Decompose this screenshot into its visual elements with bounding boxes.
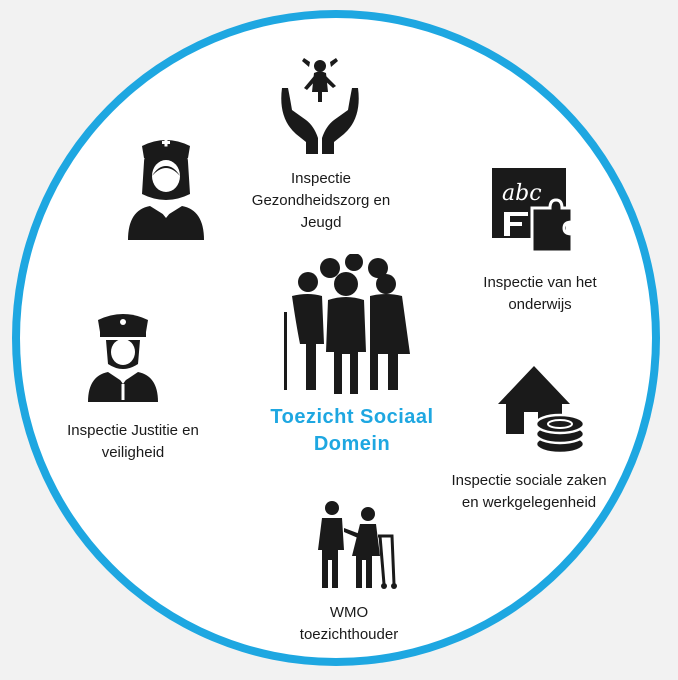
node-label-gezondheidszorg: Inspectie Gezondheidszorg en Jeugd — [251, 170, 391, 231]
people-group-icon — [278, 254, 414, 394]
police-officer-icon — [86, 312, 160, 402]
node-label-onderwijs: Inspectie van het onderwijs — [483, 274, 597, 313]
node-label-szw: Inspectie sociale zaken en werkgelegenhe… — [451, 472, 607, 511]
center-title: Toezicht Sociaal Domein — [270, 406, 434, 455]
house-coins-icon — [496, 364, 586, 458]
node-label-justitie: Inspectie Justitie en veiligheid — [67, 422, 199, 461]
svg-text:abc: abc — [502, 181, 542, 206]
caregiver-walker-icon — [306, 500, 398, 590]
nurse-icon — [122, 136, 210, 240]
abc-puzzle-icon: abc — [492, 168, 574, 252]
node-label-wmo: WMO toezichthouder — [299, 604, 399, 643]
hands-child-icon — [274, 58, 366, 154]
